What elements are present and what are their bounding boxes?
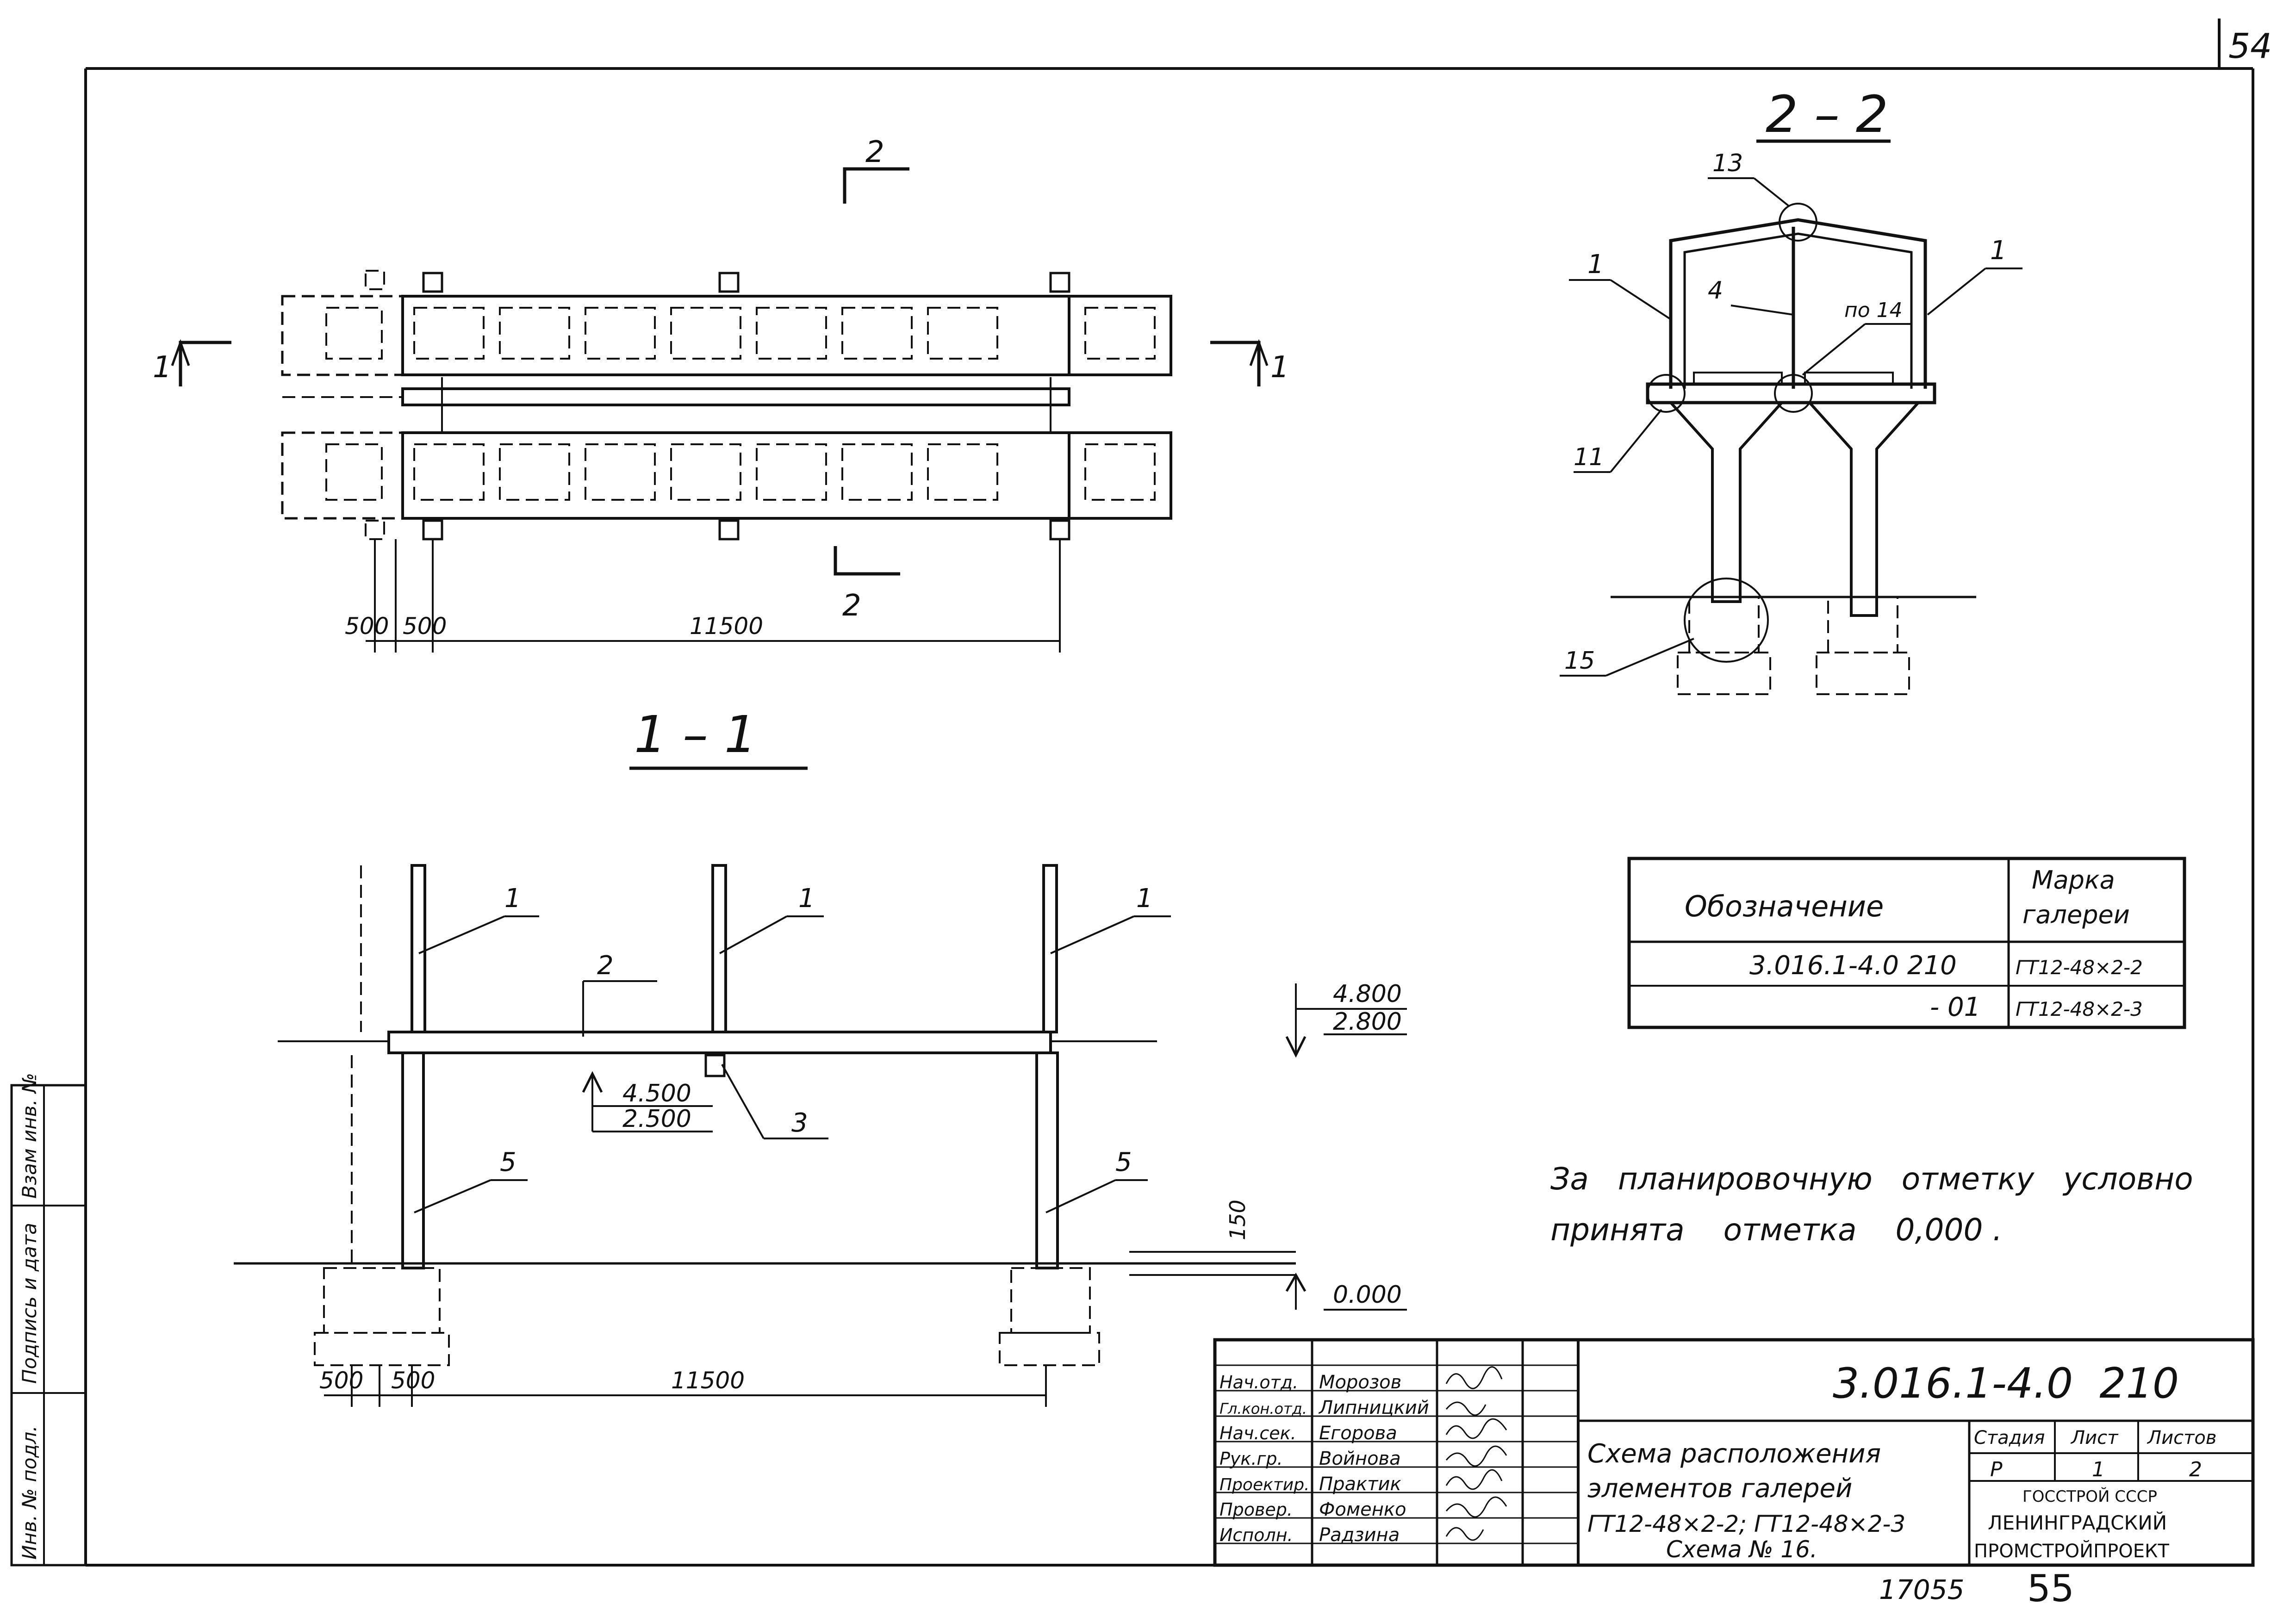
section-1-1-callout-1b: 1 — [798, 883, 815, 914]
section-1-1-dim-500-b: 500 — [391, 1367, 435, 1394]
tb-name-5: Практик — [1319, 1474, 1401, 1495]
spec-row-2-mark: ГТ12-48×2-3 — [2016, 998, 2143, 1020]
sheet-frame — [84, 19, 2254, 1567]
tb-sheets-header: Листов — [2147, 1427, 2216, 1449]
section-1-1-callout-3: 3 — [791, 1108, 808, 1138]
spec-header-mark-line2: галереи — [2022, 900, 2130, 929]
tb-sheet-value: 1 — [2092, 1458, 2105, 1481]
elevation-4800: 4.800 — [1333, 980, 1402, 1008]
section-2-2-callout-11: 11 — [1574, 443, 1604, 471]
tb-sheet-header: Лист — [2070, 1427, 2119, 1449]
tb-document-code: 3.016.1-4.0 210 — [1833, 1359, 2179, 1408]
tb-title-line2: элементов галерей — [1587, 1474, 1852, 1504]
spec-header-designation: Обозначение — [1685, 889, 1884, 923]
section-2-2-callout-13: 13 — [1712, 149, 1743, 177]
tb-title-line1: Схема расположения — [1587, 1439, 1881, 1469]
section-2-2-callout-15: 15 — [1564, 647, 1595, 675]
section-1-1-dim-11500: 11500 — [671, 1367, 745, 1394]
tb-role-5: Проектир. — [1220, 1475, 1310, 1494]
tb-stage-value: Р — [1990, 1458, 2003, 1481]
plan-section-mark-2-bottom: 2 — [842, 589, 861, 623]
side-stamp: Инв. № подл. Подпись и дата Взам инв. № — [10, 1073, 87, 1567]
spec-row-2-designation: - 01 — [1930, 992, 1980, 1022]
section-2-2-callout-po-14: по 14 — [1844, 298, 1903, 322]
section-1-1-callout-1c: 1 — [1136, 883, 1153, 914]
tb-title-line3: ГТ12-48×2-2; ГТ12-48×2-3 — [1587, 1511, 1905, 1537]
section-1-1-dim-500-a: 500 — [319, 1367, 363, 1394]
tb-org-line1: ГОССТРОЙ СССР — [2022, 1487, 2157, 1506]
elevation-4500: 4.500 — [622, 1080, 691, 1107]
tb-sheets-value: 2 — [2189, 1458, 2202, 1481]
elevation-2500: 2.500 — [622, 1105, 691, 1133]
section-2-2-callout-1-right: 1 — [1990, 236, 2007, 266]
section-1-1-callout-2: 2 — [597, 951, 614, 981]
tb-role-1: Нач.отд. — [1220, 1372, 1298, 1393]
section-2-2-callout-1-left: 1 — [1587, 249, 1604, 280]
section-2-2-title: 2 – 2 — [1766, 85, 1888, 144]
section-1-1-title: 1 – 1 — [634, 705, 757, 764]
plan-section-mark-2-top: 2 — [865, 135, 884, 169]
archive-number: 17055 — [1879, 1574, 1965, 1605]
section-2-2: 2 – 2 13 1 1 — [1560, 85, 2022, 695]
note: За планировочную отметку условно принята… — [1550, 1161, 2193, 1248]
tb-title-line4: Схема № 16. — [1666, 1536, 1817, 1563]
section-1-1-callout-5a: 5 — [500, 1147, 516, 1177]
tb-name-7: Радзина — [1319, 1524, 1400, 1546]
spec-row-1-designation: 3.016.1-4.0 210 — [1749, 951, 1957, 981]
tb-role-7: Исполн. — [1220, 1525, 1293, 1545]
tb-stage-header: Стадия — [1974, 1427, 2045, 1449]
spec-header-mark-line1: Марка — [2032, 865, 2115, 895]
elevation-0000: 0.000 — [1333, 1281, 1402, 1309]
specification-table: Обозначение Марка галереи 3.016.1-4.0 21… — [1627, 857, 2186, 1029]
page-number-bottom: 55 — [2027, 1567, 2074, 1610]
tb-org-line3: ПРОМСТРОЙПРОЕКТ — [1974, 1540, 2169, 1562]
tb-name-2: Липницкий — [1318, 1397, 1429, 1418]
tb-role-3: Нач.сек. — [1220, 1423, 1296, 1443]
tb-name-1: Морозов — [1319, 1372, 1401, 1393]
tb-org-line2: ЛЕНИНГРАДСКИЙ — [1988, 1511, 2167, 1534]
title-block: Нач.отд. Морозов Гл.кон.отд. Липницкий Н… — [1213, 1338, 2255, 1567]
section-2-2-callout-4: 4 — [1708, 277, 1723, 305]
section-1-1-callout-1a: 1 — [504, 883, 521, 914]
page-number-top: 54 — [2228, 26, 2272, 66]
tb-name-4: Войнова — [1319, 1448, 1401, 1469]
plan-dim-11500: 11500 — [690, 613, 763, 640]
side-stamp-signature-date: Подпись и дата — [18, 1223, 41, 1384]
plan-section-mark-1-right: 1 — [1270, 350, 1289, 385]
plan-view: 500 500 11500 2 2 1 1 — [153, 135, 1289, 653]
elevation-2800: 2.800 — [1333, 1008, 1402, 1036]
side-stamp-inv-no: Инв. № подл. — [18, 1425, 41, 1560]
tb-name-6: Фоменко — [1319, 1499, 1406, 1520]
plan-section-mark-1-left: 1 — [153, 350, 172, 385]
plan-dim-500-a: 500 — [345, 613, 389, 640]
section-1-1-callout-5b: 5 — [1115, 1147, 1132, 1177]
spec-row-1-mark: ГТ12-48×2-2 — [2016, 956, 2143, 979]
tb-name-3: Егорова — [1319, 1423, 1397, 1444]
section-1-1: 1 – 1 1 1 — [234, 705, 1407, 1407]
plan-dim-500-b: 500 — [403, 613, 447, 640]
tb-role-2: Гл.кон.отд. — [1220, 1400, 1307, 1418]
note-line-1: За планировочную отметку условно — [1550, 1161, 2193, 1197]
side-stamp-replacement-inv: Взам инв. № — [18, 1073, 41, 1199]
tb-role-6: Провер. — [1220, 1499, 1293, 1520]
dim-150: 150 — [1225, 1200, 1250, 1240]
tb-role-4: Рук.гр. — [1220, 1449, 1283, 1469]
note-line-2: принята отметка 0,000 . — [1550, 1212, 2002, 1248]
